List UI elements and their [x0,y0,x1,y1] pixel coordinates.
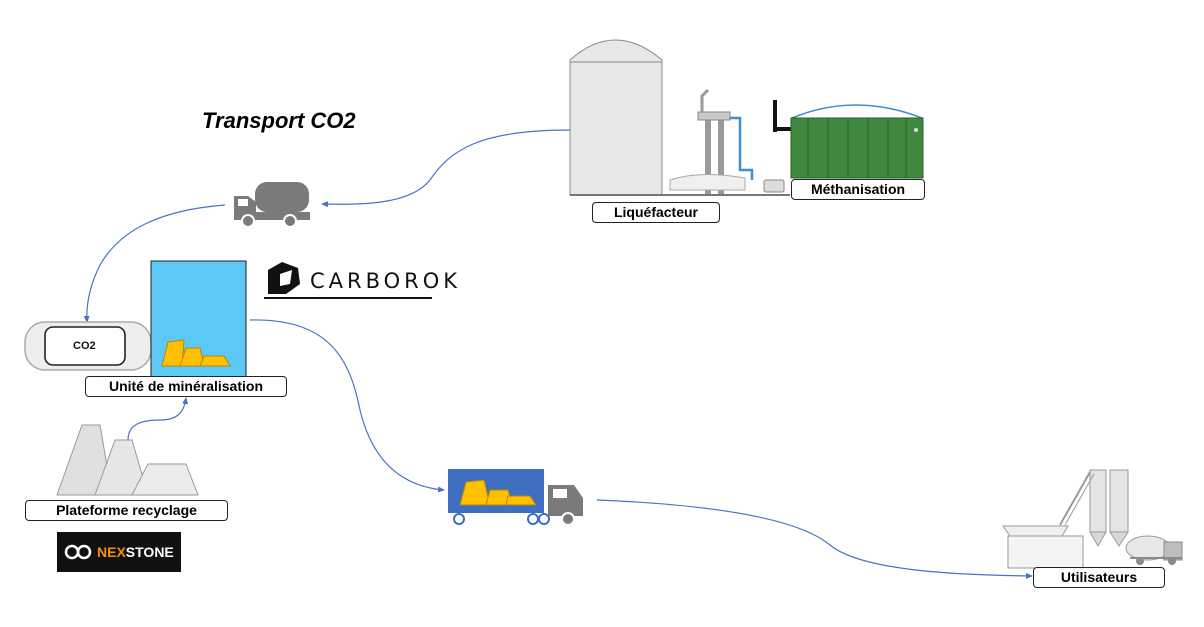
concrete-plant-icon [1002,469,1183,569]
recycling-piles-icon [56,424,199,496]
label-mineralisation: Unité de minéralisation [85,376,287,397]
delivery-truck-icon [448,469,583,526]
transport-co2-title: Transport CO2 [202,108,356,133]
label-recyclage: Plateforme recyclage [25,500,228,521]
flow-arrow-tanker-to-co2tank [83,204,226,323]
label-methanisation: Méthanisation [791,179,925,200]
nexstone-suffix: STONE [125,544,174,560]
label-liquefacteur: Liquéfacteur [592,202,720,223]
tanker-truck-icon [234,182,310,228]
nexstone-wordmark: NEXSTONE [97,544,174,560]
carborok-logo [264,262,432,299]
mineralisation-unit-icon [150,260,247,378]
co2-tank-label: CO2 [73,340,96,352]
label-utilisateurs: Utilisateurs [1033,567,1165,588]
flow-arrow-liquefier-to-tanker [321,129,571,208]
nexstone-prefix: NEX [97,544,126,560]
carborok-wordmark: CARBOROK [310,269,462,293]
nexstone-logo [57,532,181,572]
flow-arrow-recycling-to-mineralisation [127,397,189,441]
methanisation-unit-icon [773,100,924,179]
flow-arrow-truck-to-users [596,499,1033,579]
flow-arrow-mineralisation-to-truck [249,319,445,493]
liquefier-tower-icon [569,39,790,196]
